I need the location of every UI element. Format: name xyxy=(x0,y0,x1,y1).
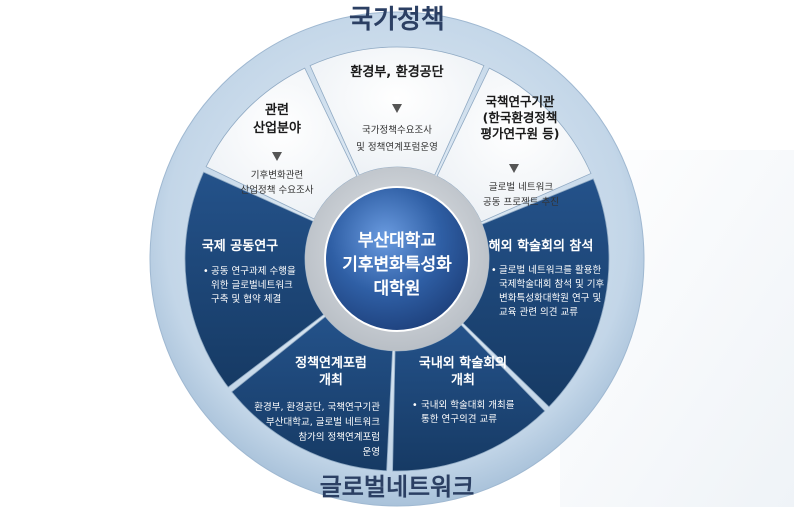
top-ring-label: 국가정책 xyxy=(349,5,445,35)
top-right-body-1: 글로벌 네트워크 xyxy=(489,182,553,193)
center-line-3: 대학원 xyxy=(374,279,421,299)
segment-bottom-left: 정책연계포럼 개최 환경부, 환경공단, 국책연구기관 부산대학교, 글로벌 네… xyxy=(254,355,380,458)
top-right-body-2: 공동 프로젝트 추진 xyxy=(483,197,559,208)
left-title: 국제 공동연구 xyxy=(202,239,278,254)
center-line-2: 기후변화특성화 xyxy=(342,254,452,275)
bottom-left-body-2: 부산대학교, 글로벌 네트워크 xyxy=(266,417,380,428)
top-right-title-3: 평가연구원 등) xyxy=(480,126,559,141)
top-right-title-1: 국책연구기관 xyxy=(485,94,555,109)
top-left-title-2: 산업분야 xyxy=(253,120,301,136)
down-arrow-icon xyxy=(509,164,519,173)
right-body-3: 변화특성화대학원 연구 및 xyxy=(499,292,601,304)
bottom-right-title-1: 국내외 학술회의 xyxy=(419,355,507,371)
segment-bottom-right: 국내외 학술회의 개최 • 국내외 학술대회 개최를 통한 연구의견 교류 xyxy=(412,355,515,425)
segment-right: 해외 학술회의 참석 • 글로벌 네트워크를 활용한 국제학술대회 참석 및 기… xyxy=(489,238,605,318)
top-center-body-1: 국가정책수요조사 xyxy=(362,125,432,136)
segment-top-center: 환경부, 환경공단 국가정책수요조사 및 정책연계포럼운영 xyxy=(350,64,443,153)
center-circle xyxy=(324,186,470,332)
down-arrow-icon xyxy=(272,152,282,161)
top-left-body-2: 산업정책 수요조사 xyxy=(241,184,314,196)
outer-ring-edge xyxy=(149,11,645,507)
left-body-3: 구축 및 협약 체결 xyxy=(211,293,281,305)
bottom-ring-label: 글로벌네트워크 xyxy=(320,473,475,501)
top-left-body-1: 기후변화관련 xyxy=(251,170,303,181)
bottom-left-body-1: 환경부, 환경공단, 국책연구기관 xyxy=(254,401,380,413)
right-title: 해외 학술회의 참석 xyxy=(489,238,594,254)
segment-top-left: 관련 산업분야 기후변화관련 산업정책 수요조사 xyxy=(241,102,314,196)
left-body-1: 공동 연구과제 수행을 xyxy=(211,265,296,277)
sector-bottom-right xyxy=(392,324,546,472)
right-body-1: 글로벌 네트워크를 활용한 xyxy=(499,264,601,276)
bottom-right-body-1: 국내외 학술대회 개최를 xyxy=(421,399,515,411)
center-line-1: 부산대학교 xyxy=(358,231,437,251)
left-bullet: • xyxy=(203,266,209,277)
bottom-right-bullet: • xyxy=(412,400,418,411)
right-body-4: 교육 관련 의견 교류 xyxy=(499,306,578,318)
bottom-left-title-2: 개최 xyxy=(319,373,343,388)
bottom-left-body-3: 참가의 정책연계포럼 xyxy=(298,431,380,443)
down-arrow-icon xyxy=(392,104,402,113)
left-body-2: 위한 글로벌네트워크 xyxy=(211,279,293,291)
top-left-title-1: 관련 xyxy=(265,102,289,118)
right-bullet: • xyxy=(491,265,497,276)
bottom-left-title-1: 정책연계포럼 xyxy=(295,355,367,371)
top-center-title: 환경부, 환경공단 xyxy=(350,64,443,80)
top-center-body-2: 및 정책연계포럼운영 xyxy=(356,141,438,153)
top-right-title-2: (한국환경정책 xyxy=(483,110,558,125)
right-body-2: 국제학술대회 참석 및 기후 xyxy=(499,278,604,290)
bottom-right-body-2: 통한 연구의견 교류 xyxy=(421,413,497,425)
bottom-left-body-4: 운영 xyxy=(363,447,380,458)
bottom-right-title-2: 개최 xyxy=(451,373,475,388)
segment-top-right: 국책연구기관 (한국환경정책 평가연구원 등) 글로벌 네트워크 공동 프로젝트… xyxy=(480,94,559,208)
segment-left: 국제 공동연구 • 공동 연구과제 수행을 위한 글로벌네트워크 구축 및 협약… xyxy=(202,239,296,305)
